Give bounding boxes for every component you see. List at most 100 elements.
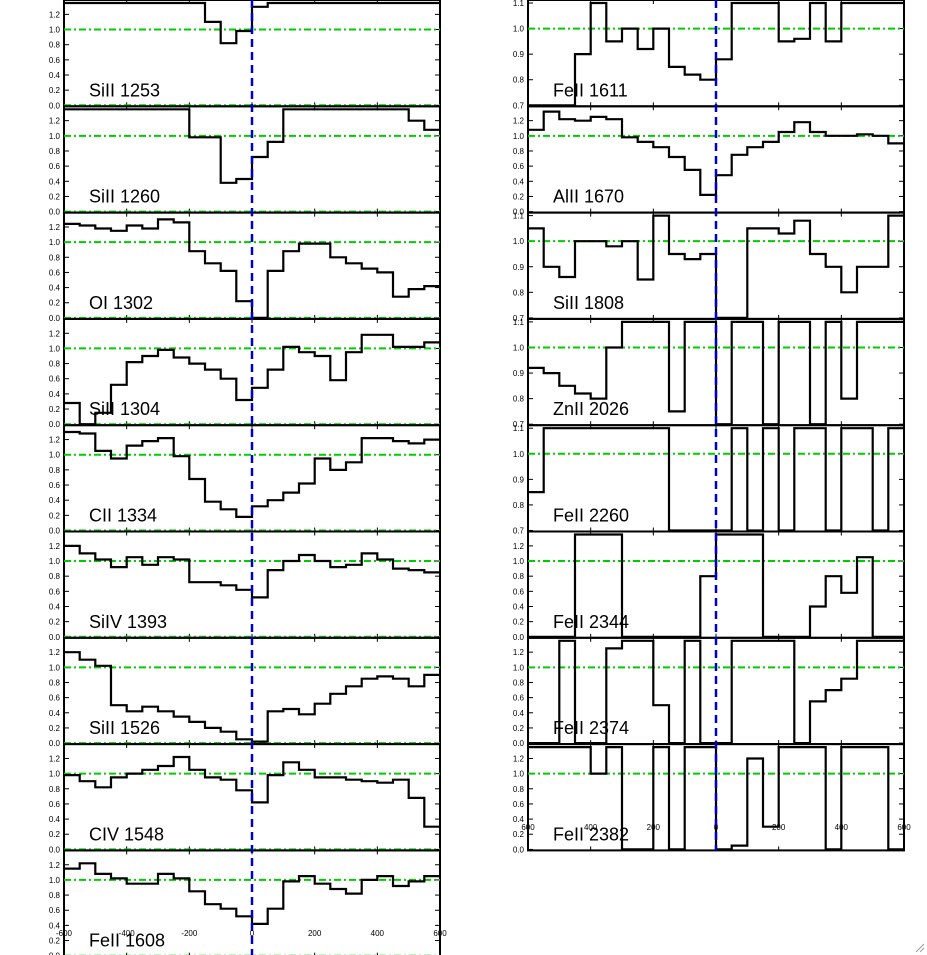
spectrum-step-line <box>64 1 440 45</box>
y-tick-label: 1.0 <box>513 25 525 34</box>
y-tick-label: 0.9 <box>513 475 525 484</box>
y-tick-label: 1.2 <box>513 117 525 126</box>
y-tick-label: 0.4 <box>49 177 61 186</box>
y-tick-label: 0.4 <box>49 709 61 718</box>
y-tick-label: 0.2 <box>49 86 61 95</box>
x-tick-label: -200 <box>181 929 198 938</box>
ion-label: FeII 2382 <box>553 824 629 844</box>
y-tick-label: 1.2 <box>49 10 61 19</box>
y-tick-label: 1.1 <box>513 424 525 433</box>
y-tick-label: 0.4 <box>49 921 61 930</box>
x-tick-label: 600 <box>521 823 535 832</box>
y-tick-label: 0.9 <box>513 50 525 59</box>
y-tick-label: 1.0 <box>513 663 525 672</box>
y-tick-label: 0.6 <box>49 694 61 703</box>
y-tick-label: 1.2 <box>49 542 61 551</box>
ion-label: SiII 1260 <box>89 187 160 207</box>
y-tick-label: 1.0 <box>49 132 61 141</box>
y-tick-label: 0.0 <box>49 633 61 642</box>
y-tick-label: 0.0 <box>513 845 525 854</box>
spectrum-step-line <box>528 214 904 319</box>
y-tick-label: 0.2 <box>49 830 61 839</box>
y-tick-label: 0.8 <box>49 147 61 156</box>
spectrum-step-line <box>64 333 440 426</box>
x-tick-label: 200 <box>308 929 322 938</box>
y-tick-label: 1.2 <box>513 754 525 763</box>
y-tick-label: 0.0 <box>49 420 61 429</box>
y-tick-label: 0.0 <box>49 101 61 110</box>
y-tick-label: 0.4 <box>513 177 525 186</box>
y-tick-label: 0.4 <box>49 815 61 824</box>
y-tick-label: 0.2 <box>49 618 61 627</box>
y-tick-label: 0.0 <box>513 208 525 217</box>
y-tick-label: 0.8 <box>49 253 61 262</box>
resize-grip-icon[interactable] <box>913 941 925 953</box>
y-tick-label: 0.6 <box>49 481 61 490</box>
y-tick-label: 0.7 <box>513 314 525 323</box>
y-tick-label: 0.4 <box>513 815 525 824</box>
y-tick-label: 0.4 <box>49 602 61 611</box>
spectrum-step-line <box>528 533 904 638</box>
y-tick-label: 1.0 <box>49 876 61 885</box>
y-tick-label: 1.0 <box>513 557 525 566</box>
y-tick-label: 1.0 <box>49 770 61 779</box>
y-tick-label: 0.8 <box>513 147 525 156</box>
x-tick-label: 400 <box>371 929 385 938</box>
y-tick-label: 0.8 <box>513 76 525 85</box>
ion-label: SiII 1304 <box>89 399 160 419</box>
x-tick-label: -400 <box>119 929 136 938</box>
ion-label: SiII 1808 <box>553 293 624 313</box>
spectrum-step-line <box>528 1 904 107</box>
y-tick-label: 1.1 <box>513 0 525 8</box>
y-tick-label: 0.6 <box>49 587 61 596</box>
ion-label: FeII 2374 <box>553 718 629 738</box>
y-tick-label: 1.0 <box>49 26 61 35</box>
y-tick-label: 0.2 <box>49 511 61 520</box>
y-tick-label: 0.8 <box>513 288 525 297</box>
y-tick-label: 0.8 <box>49 572 61 581</box>
y-tick-label: 0.6 <box>49 56 61 65</box>
x-tick-label: 600 <box>897 823 911 832</box>
ion-label: FeII 1611 <box>553 80 628 100</box>
y-tick-label: 0.2 <box>513 618 525 627</box>
x-tick-label: 0 <box>250 929 255 938</box>
y-tick-label: 0.8 <box>49 41 61 50</box>
y-tick-label: 0.6 <box>49 162 61 171</box>
y-tick-label: 0.4 <box>49 390 61 399</box>
y-tick-label: 1.0 <box>513 132 525 141</box>
y-tick-label: 1.0 <box>49 451 61 460</box>
x-tick-label: 400 <box>835 823 849 832</box>
y-tick-label: 0.8 <box>49 360 61 369</box>
y-tick-label: 0.0 <box>513 633 525 642</box>
y-tick-label: 0.6 <box>49 268 61 277</box>
spectrum-step-line <box>64 651 440 743</box>
y-tick-label: 1.2 <box>49 754 61 763</box>
y-tick-label: 0.4 <box>513 602 525 611</box>
y-tick-label: 1.2 <box>49 117 61 126</box>
y-tick-label: 0.2 <box>49 937 61 946</box>
y-tick-label: 0.2 <box>513 192 525 201</box>
y-tick-label: 0.0 <box>49 314 61 323</box>
y-tick-label: 1.0 <box>513 450 525 459</box>
y-tick-label: 1.2 <box>49 329 61 338</box>
y-tick-label: 0.6 <box>49 906 61 915</box>
y-tick-label: 0.6 <box>513 587 525 596</box>
y-tick-label: 0.8 <box>49 466 61 475</box>
y-tick-label: 0.9 <box>513 369 525 378</box>
y-tick-label: 0.0 <box>49 952 61 955</box>
ion-label: OI 1302 <box>89 293 153 313</box>
y-tick-label: 1.2 <box>49 436 61 445</box>
y-tick-label: 0.2 <box>513 830 525 839</box>
y-tick-label: 1.0 <box>513 237 525 246</box>
y-tick-label: 0.7 <box>513 527 525 536</box>
